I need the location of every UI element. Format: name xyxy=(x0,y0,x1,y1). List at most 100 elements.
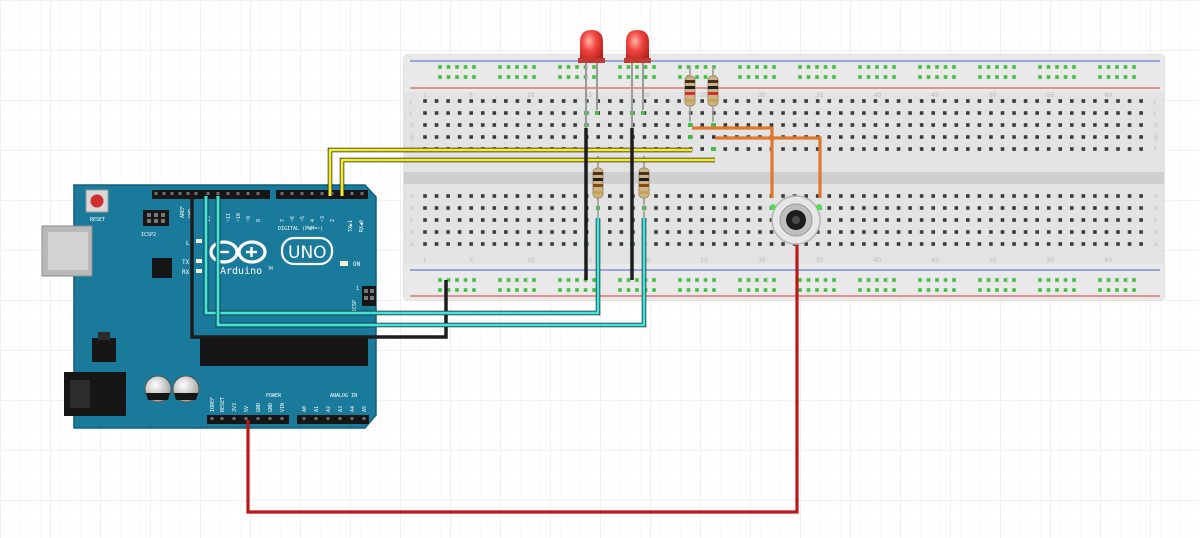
header-pin xyxy=(350,192,354,195)
rail-hole xyxy=(815,75,819,79)
breadboard-hole xyxy=(804,99,808,103)
rail-hole xyxy=(755,288,759,292)
row-letter: g xyxy=(1154,134,1158,141)
breadboard-hole xyxy=(827,242,832,246)
column-number: 45 xyxy=(931,92,939,99)
breadboard-hole xyxy=(527,111,531,115)
led-2 xyxy=(624,30,651,128)
breadboard-hole xyxy=(1116,206,1120,210)
breadboard-hole xyxy=(746,194,751,198)
breadboard-hole xyxy=(538,111,543,115)
header-pin xyxy=(210,417,214,420)
breadboard-hole xyxy=(1000,135,1005,139)
rail-hole xyxy=(1046,75,1051,79)
breadboard-hole xyxy=(746,218,751,222)
breadboard-hole xyxy=(966,218,970,222)
breadboard-hole xyxy=(931,99,935,103)
breadboard-hole xyxy=(896,135,901,139)
breadboard-hole xyxy=(827,123,832,127)
breadboard-hole xyxy=(515,206,520,210)
breadboard-hole xyxy=(504,135,508,139)
breadboard-hole xyxy=(504,230,508,234)
rail-hole xyxy=(823,278,828,282)
rail-hole xyxy=(626,65,631,69)
breadboard-hole xyxy=(873,135,878,139)
on-led xyxy=(340,261,348,266)
rail-hole xyxy=(935,65,939,69)
column-number: 40 xyxy=(873,92,881,99)
breadboard-hole xyxy=(827,194,832,198)
power-pin-label: VIN xyxy=(280,403,286,412)
breadboard-hole xyxy=(596,99,601,103)
breadboard-hole xyxy=(619,230,624,234)
breadboard-hole xyxy=(735,147,739,151)
breadboard-hole xyxy=(792,99,797,103)
breadboard-hole xyxy=(850,123,855,127)
rail-hole xyxy=(643,75,648,79)
breadboard-hole xyxy=(989,194,993,198)
breadboard-hole xyxy=(758,230,762,234)
column-number: 15 xyxy=(585,257,593,264)
breadboard-hole xyxy=(1012,111,1016,115)
rail-hole xyxy=(746,288,751,292)
breadboard-hole xyxy=(839,242,843,246)
breadboard-hole xyxy=(885,218,889,222)
breadboard-hole xyxy=(1139,135,1143,139)
breadboard-hole xyxy=(550,194,554,198)
header-pin xyxy=(300,192,304,195)
header-pin xyxy=(268,417,272,420)
breadboard-hole xyxy=(700,206,704,210)
rail-hole xyxy=(798,75,802,79)
breadboard-hole xyxy=(1116,194,1120,198)
rail-hole xyxy=(463,278,468,282)
breadboard-hole xyxy=(1023,111,1028,115)
breadboard-hole xyxy=(700,242,704,246)
breadboard-hole xyxy=(1139,206,1143,210)
breadboard-hole xyxy=(1104,135,1109,139)
breadboard-hole xyxy=(642,135,647,139)
potentiometer[interactable] xyxy=(770,195,822,245)
breadboard-hole xyxy=(723,218,728,222)
breadboard-hole xyxy=(677,135,681,139)
rail-hole xyxy=(695,75,699,79)
breadboard-hole xyxy=(896,230,901,234)
breadboard-hole xyxy=(619,206,624,210)
breadboard-hole xyxy=(677,218,681,222)
breadboard-hole xyxy=(608,111,612,115)
breadboard-hole xyxy=(538,135,543,139)
power-pin-label: RESET xyxy=(220,397,226,412)
rail-hole xyxy=(463,75,468,79)
breadboard-hole xyxy=(746,206,751,210)
rail-hole xyxy=(523,65,528,69)
breadboard-hole xyxy=(758,194,762,198)
breadboard-hole xyxy=(688,242,693,246)
breadboard-hole xyxy=(457,135,462,139)
breadboard-hole xyxy=(966,230,970,234)
breadboard-hole xyxy=(735,111,739,115)
breadboard-hole xyxy=(654,218,658,222)
breadboard-hole xyxy=(573,206,577,210)
row-letter: c xyxy=(410,217,413,224)
breadboard-hole xyxy=(561,135,566,139)
breadboard-hole xyxy=(1000,242,1005,246)
breadboard-hole xyxy=(1023,206,1028,210)
header-pin xyxy=(232,417,236,420)
l-led xyxy=(196,239,202,243)
breadboard-hole xyxy=(850,194,855,198)
breadboard-hole xyxy=(1070,218,1074,222)
rail-hole xyxy=(918,65,922,69)
rail-hole xyxy=(858,278,862,282)
breadboard-hole xyxy=(700,111,704,115)
breadboard-hole xyxy=(873,111,878,115)
breadboard-hole xyxy=(677,206,681,210)
digital-pin-label: ~3 xyxy=(320,216,326,222)
header-pin xyxy=(194,192,198,195)
rail-hole xyxy=(558,288,562,292)
breadboard-hole xyxy=(619,242,624,246)
column-number: 15 xyxy=(585,92,593,99)
breadboard-hole xyxy=(1070,111,1074,115)
breadboard-hole xyxy=(515,218,520,222)
rail-hole xyxy=(926,65,931,69)
column-number: 55 xyxy=(1047,257,1055,264)
breadboard-hole xyxy=(1127,123,1132,127)
